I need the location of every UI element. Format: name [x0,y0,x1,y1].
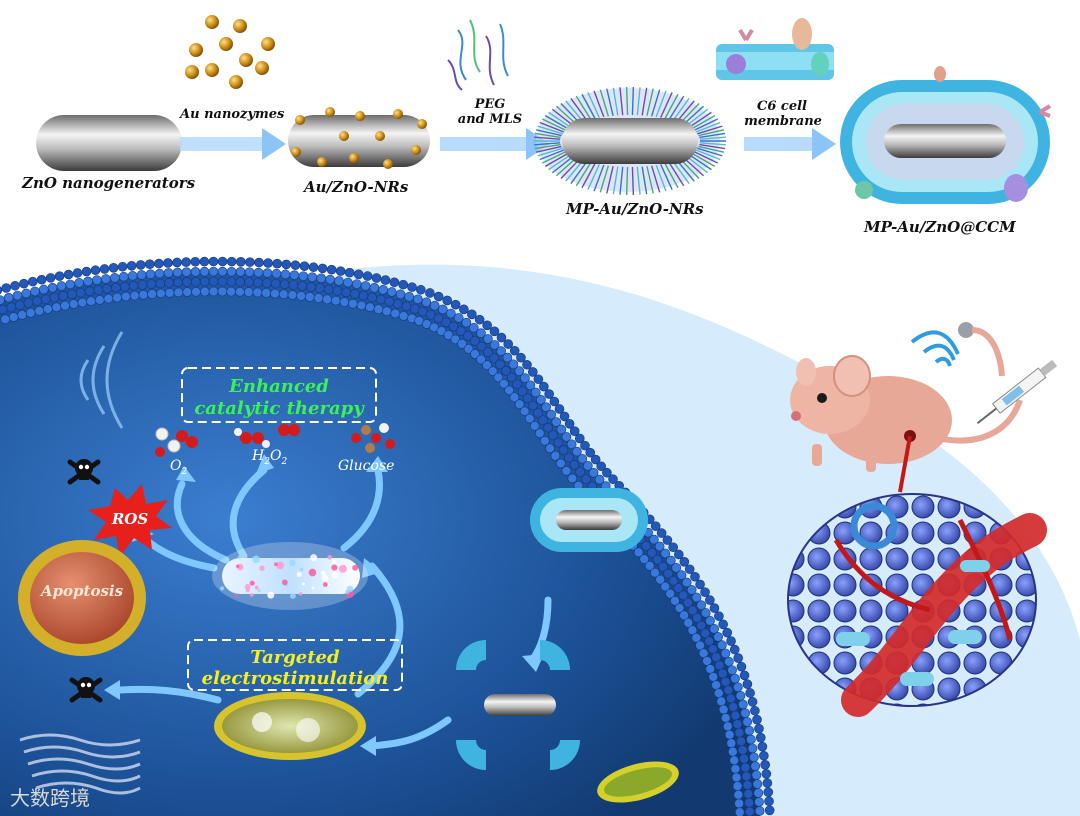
synthesis-arrow-1 [262,128,286,160]
catalytic-box-line2: catalytic therapy [194,398,365,419]
zno-nanogenerators-label: ZnO nanogenerators [22,176,195,192]
mp-au-zno-ccm-label: MP-Au/ZnO@CCM [864,220,1016,236]
au-zno-nrs-label: Au/ZnO-NRs [304,180,408,196]
watermark: 大数跨境 [10,782,90,811]
mp-au-zno-nrs-label: MP-Au/ZnO-NRs [566,202,704,218]
electro-box-line1: Targeted [250,647,340,668]
mls-label: and MLS [446,113,534,127]
ultrasound-probe [958,322,1002,376]
syringe-icon [974,358,1059,428]
c6-cell-membrane-patch [716,18,834,80]
mitochondrion [214,692,366,760]
glucose-label: Glucose [338,458,394,474]
zno-nanorod [36,115,182,171]
electro-box-line2: electrostimulation [202,668,389,689]
ultrasound-wave-icon [912,332,958,366]
catalytic-box-line1: Enhanced [228,376,329,397]
membrane-coated-nanorod [840,66,1050,204]
apoptosis-label: Apoptosis [39,582,124,600]
membrane-label: membrane [740,115,826,129]
peg-mls-strands [448,20,508,90]
tumor-tissue [788,494,1036,706]
au-nanozymes-label: Au nanozymes [180,108,284,122]
peg-label: PEG [462,98,518,112]
ros-label: ROS [111,510,149,528]
c6-cell-label: C6 cell [746,100,818,114]
activated-nanorod [212,542,368,610]
entering-nanorod [530,488,648,552]
synthesis-arrow-3 [812,128,836,160]
mp-au-zno-nanorod [534,87,726,195]
au-zno-nanorod [288,115,430,167]
au-nanozyme-particles [185,15,275,89]
